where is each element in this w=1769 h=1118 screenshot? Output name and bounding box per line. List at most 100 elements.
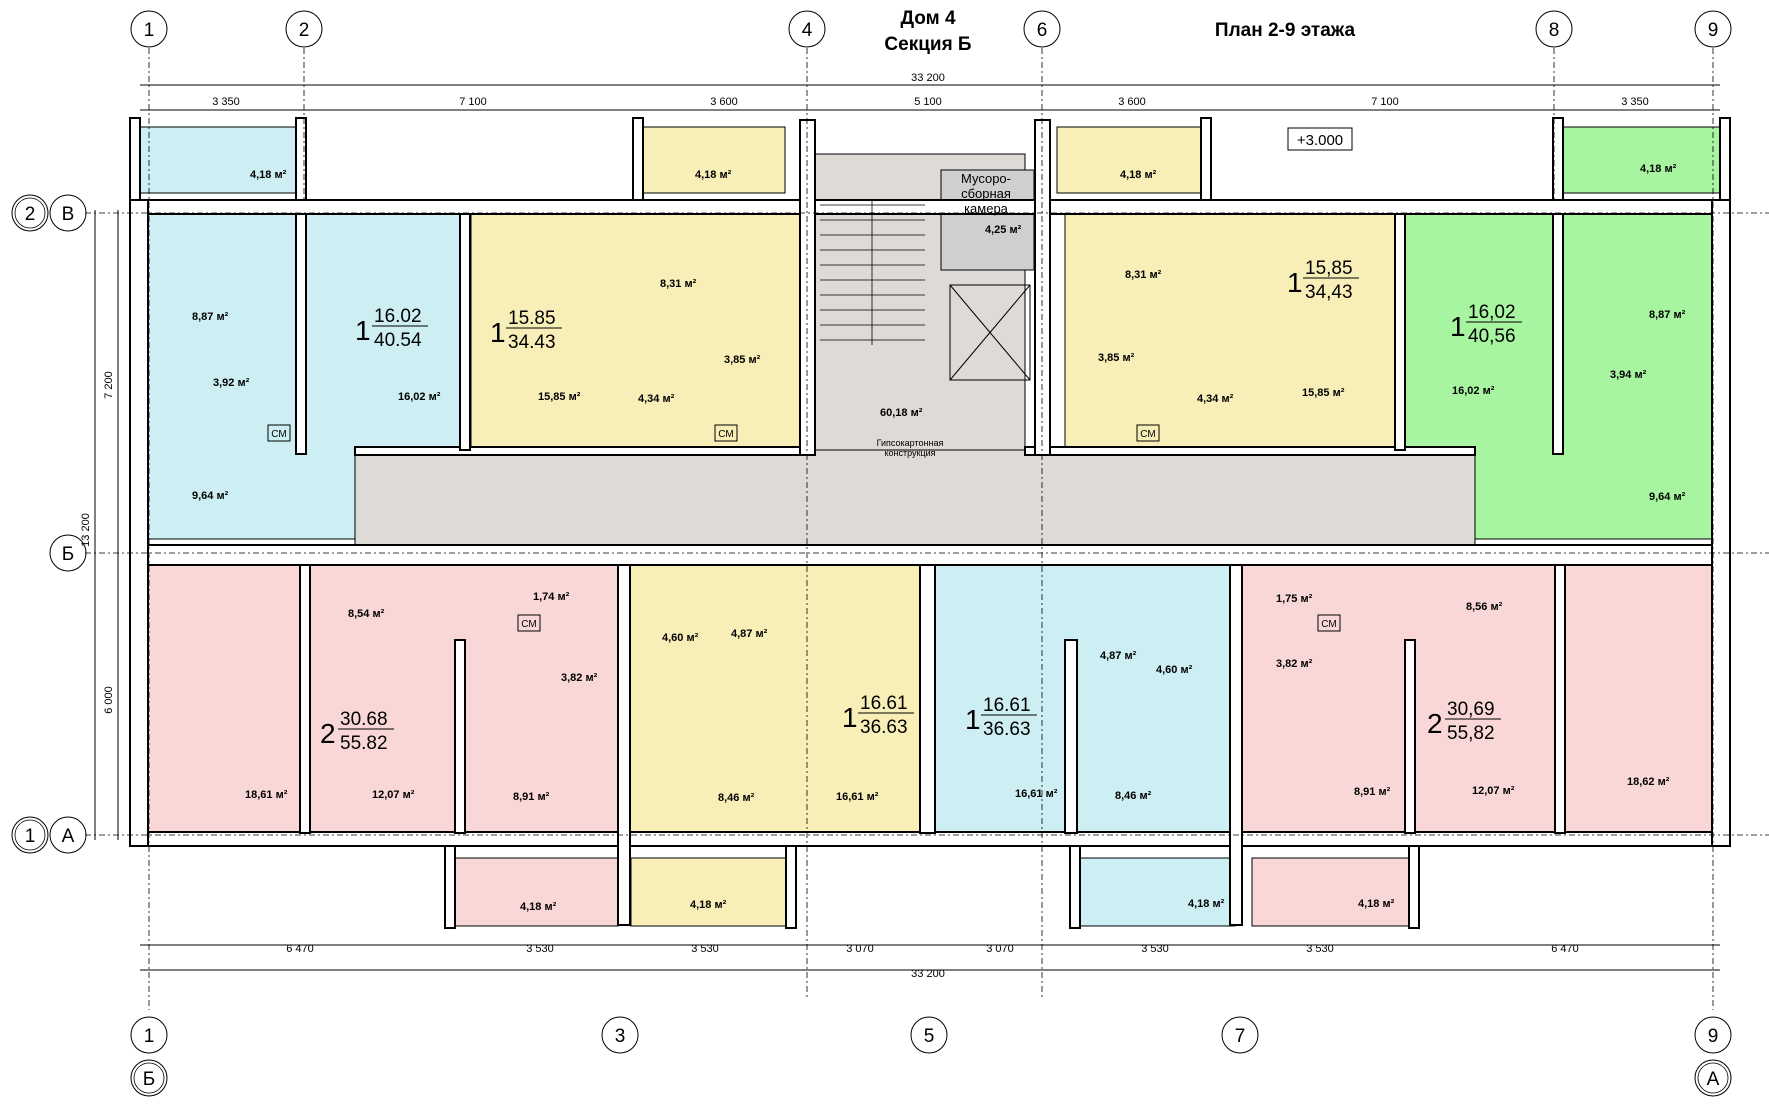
area-bath-t3: 3,85 м² <box>1098 352 1135 364</box>
dim-top-4: 5 100 <box>914 96 942 108</box>
area-kitchen-tl: 8,87 м² <box>192 311 229 323</box>
area-bath-b4: 3,82 м² <box>1276 658 1313 670</box>
apt-7-rooms: 1 <box>965 704 981 735</box>
apt-1-total: 40.54 <box>374 330 422 351</box>
dim-bottom-8: 6 470 <box>1551 943 1579 955</box>
dim-bottom-total: 33 200 <box>911 968 945 980</box>
axis-bottom-5: 5 <box>924 1026 935 1047</box>
apt-6-living: 16.61 <box>860 693 908 714</box>
apartment-labels: 1 16.02 40.54 1 15.85 34.43 1 15,85 34,4… <box>320 258 1522 754</box>
area-balc-t2: 4,18 м² <box>695 169 732 181</box>
area-hall-b2: 4,87 м² <box>731 628 768 640</box>
dim-top-1: 3 350 <box>212 96 240 108</box>
area-kitchen-b3: 8,46 м² <box>1115 790 1152 802</box>
area-kitchen-tr: 8,87 м² <box>1649 309 1686 321</box>
area-corridor: 60,18 м² <box>880 407 923 419</box>
room-area-labels: 4,18 м² 4,18 м² 4,18 м² 4,18 м² 8,87 м² … <box>192 163 1686 913</box>
axis-left-a: А <box>62 826 75 847</box>
axis-bottom-1: 1 <box>144 1026 155 1047</box>
area-balc-b2: 4,18 м² <box>690 899 727 911</box>
axis-bottom-9: 9 <box>1708 1026 1719 1047</box>
apt-7-living: 16.61 <box>983 695 1031 716</box>
apt-8-rooms: 2 <box>1427 708 1443 739</box>
axis-bubbles-top: 1 2 4 6 8 9 <box>130 10 1732 48</box>
washer-label-t2: СМ <box>718 429 733 440</box>
elevator-shaft <box>949 284 1031 381</box>
axis-top-6: 6 <box>1037 20 1048 41</box>
dim-left-1: 7 200 <box>103 371 115 399</box>
area-balc-b1: 4,18 м² <box>520 901 557 913</box>
dim-bottom-2: 3 530 <box>526 943 554 955</box>
apt-2-living: 15.85 <box>508 308 556 329</box>
dim-top-7: 3 350 <box>1621 96 1649 108</box>
area-room-b4a: 18,62 м² <box>1627 776 1670 788</box>
axis-bottom-7: 7 <box>1235 1026 1246 1047</box>
area-bath-b1: 3,82 м² <box>561 672 598 684</box>
washer-label-b4: СМ <box>1321 619 1336 630</box>
garbage-label-1: Мусоро- <box>961 171 1011 186</box>
level-mark: +3.000 <box>1297 132 1343 149</box>
washer-label-b1: СМ <box>521 619 536 630</box>
area-balc-b4: 4,18 м² <box>1358 898 1395 910</box>
dimension-texts: 33 200 3 350 7 100 3 600 5 100 3 600 7 1… <box>80 72 1649 980</box>
axis-left-1: 1 <box>25 826 36 847</box>
area-kitchen-b4: 8,91 м² <box>1354 786 1391 798</box>
area-wc-b4: 1,75 м² <box>1276 593 1313 605</box>
area-wc-b1: 1,74 м² <box>533 591 570 603</box>
axis-top-8: 8 <box>1549 20 1560 41</box>
apt-6-total: 36.63 <box>860 717 908 738</box>
apt-1-living: 16.02 <box>374 306 422 327</box>
house-title: Дом 4 <box>900 8 955 29</box>
apt-2-total: 34.43 <box>508 332 556 353</box>
garbage-label-2: сборная <box>961 186 1011 201</box>
axis-bottom-letter-a: А <box>1707 1069 1720 1090</box>
drywall-label-1: Гипсокартонная <box>877 438 944 448</box>
area-living-t3: 15,85 м² <box>1302 387 1345 399</box>
area-living-tl: 16,02 м² <box>398 391 441 403</box>
area-kitchen-t2: 8,31 м² <box>660 278 697 290</box>
area-bath-b2: 4,60 м² <box>662 632 699 644</box>
apt-3-living: 15,85 <box>1305 258 1353 279</box>
apt-8-living: 30,69 <box>1447 699 1495 720</box>
area-bath-tr: 3,94 м² <box>1610 369 1647 381</box>
dim-top-2: 7 100 <box>459 96 487 108</box>
apt-6-rooms: 1 <box>842 702 858 733</box>
area-hall-b1: 8,54 м² <box>348 608 385 620</box>
axis-grid <box>85 48 1769 1010</box>
apt-4-rooms: 1 <box>1450 311 1466 342</box>
dimension-lines <box>94 84 1720 971</box>
dim-bottom-6: 3 530 <box>1141 943 1169 955</box>
area-room-b1a: 18,61 м² <box>245 789 288 801</box>
area-hall-t2: 4,34 м² <box>638 393 675 405</box>
axis-bottom-3: 3 <box>615 1026 626 1047</box>
dim-left-2: 6 000 <box>103 686 115 714</box>
washer-label-t3: СМ <box>1140 429 1155 440</box>
axis-bottom-letter-b: Б <box>143 1069 155 1090</box>
area-bath-b3: 4,60 м² <box>1156 664 1193 676</box>
area-living-tr: 16,02 м² <box>1452 385 1495 397</box>
area-kitchen-t3: 8,31 м² <box>1125 269 1162 281</box>
axis-bubbles-bottom: 1 3 5 7 9 Б А <box>130 1016 1732 1097</box>
walls <box>129 117 1731 929</box>
apt-3-rooms: 1 <box>1287 267 1303 298</box>
area-hall-tr: 9,64 м² <box>1649 491 1686 503</box>
section-title: Секция Б <box>884 34 971 55</box>
area-room-b1b: 12,07 м² <box>372 789 415 801</box>
area-balc-tl: 4,18 м² <box>250 169 287 181</box>
plan-title: План 2-9 этажа <box>1215 20 1356 41</box>
axis-bubbles-left: 2 В Б 1 А <box>11 194 87 854</box>
dim-bottom-3: 3 530 <box>691 943 719 955</box>
dim-top-5: 3 600 <box>1118 96 1146 108</box>
apt-5-living: 30.68 <box>340 709 388 730</box>
dim-left-total: 13 200 <box>80 513 92 547</box>
apt-2-rooms: 1 <box>490 317 506 348</box>
drywall-label-2: конструкция <box>884 448 935 458</box>
area-hall-tl: 9,64 м² <box>192 490 229 502</box>
area-balc-tr: 4,18 м² <box>1640 163 1677 175</box>
apt-8-total: 55,82 <box>1447 723 1495 744</box>
garbage-label-3: камера <box>964 201 1009 216</box>
apt-4-total: 40,56 <box>1468 326 1516 347</box>
axis-left-v: В <box>62 204 75 225</box>
dim-bottom-5: 3 070 <box>986 943 1014 955</box>
area-balc-t3: 4,18 м² <box>1120 169 1157 181</box>
